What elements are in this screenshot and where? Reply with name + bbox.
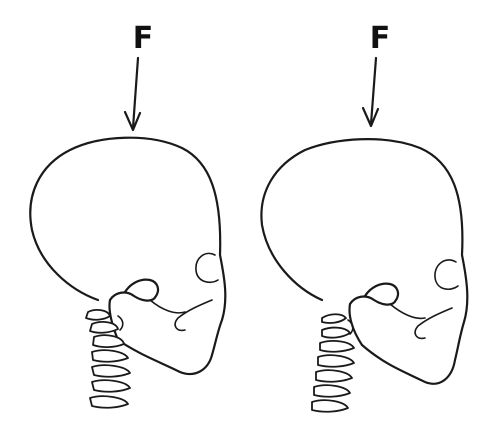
force-label-right: F [370,21,391,56]
arrowhead-left [123,110,142,132]
eye-socket-right [434,259,459,291]
vertebra [85,309,111,321]
force-label-left: F [133,21,154,56]
skull-figure-left: F [29,21,227,409]
cheekbone-left [174,299,213,332]
vertebra [321,326,351,339]
mandible-left [108,278,160,342]
force-arrow-left [123,56,142,132]
cranium-right [260,138,469,385]
vertebra [89,321,119,334]
vertebra [91,364,131,378]
cervical-spine-right [311,313,355,413]
vertebra [319,340,355,353]
eye-socket-left [195,252,219,284]
mandible-right [348,282,400,347]
vertebra [311,399,349,413]
vertebra [315,369,353,383]
vertebra [317,354,355,368]
spinous-process [347,319,354,335]
arrowhead-right [361,106,380,128]
arrow-down-icon [131,56,140,130]
spinous-process [117,315,124,331]
jaw-line-right [389,303,426,320]
vertebra [89,395,129,409]
cheekbone-right [414,307,453,340]
jaw-line-left [149,299,186,314]
vertebra [91,349,129,363]
vertebra [91,379,131,393]
cervical-spine-left [85,309,131,409]
arrow-down-icon [369,56,378,126]
force-arrow-right [361,56,380,128]
skull-figure-right: F [260,21,469,413]
cranium-left [29,136,227,376]
vertebra [321,313,347,324]
vertebra [313,384,351,398]
vertebra [92,334,125,349]
